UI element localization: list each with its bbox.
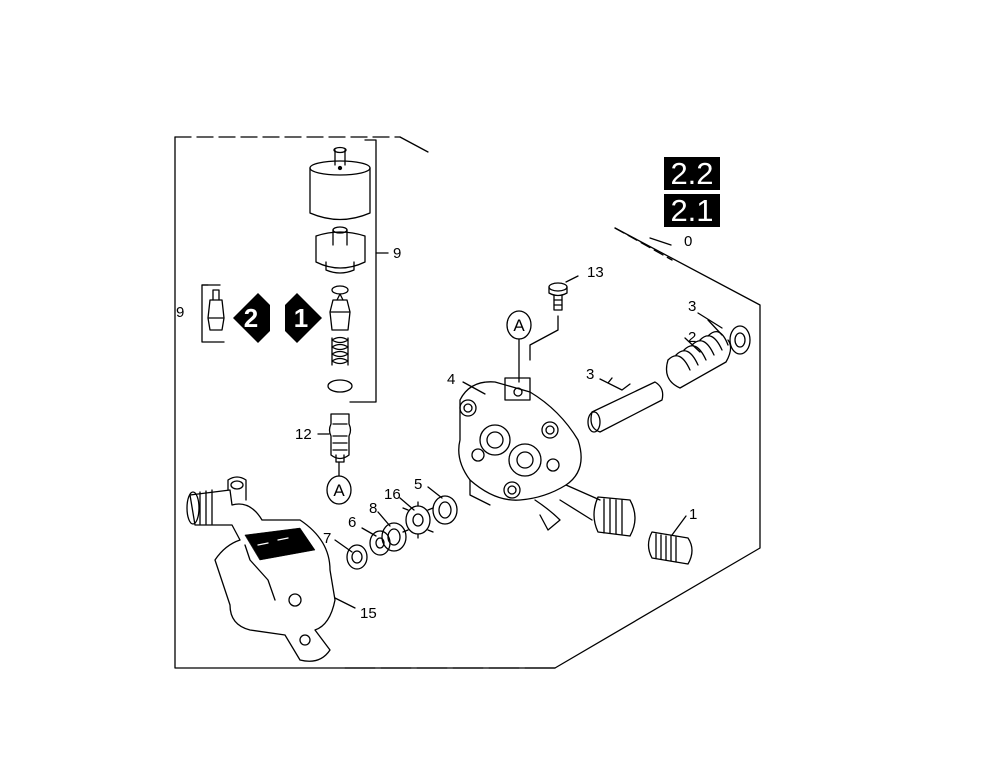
bracket-9-kit: [349, 139, 389, 403]
arrow-1-label: 1: [294, 303, 308, 333]
leader-lines: [317, 237, 723, 609]
ring-6: [369, 530, 391, 556]
callout-7: 7: [323, 530, 332, 547]
valve-cap-large: [309, 146, 371, 221]
connector-a-right-label: A: [513, 316, 525, 335]
o-ring-lower: [327, 379, 353, 393]
valve-insert: [329, 293, 351, 331]
arrow-marker-2: 2: [233, 293, 270, 343]
arrow-2-label: 2: [244, 303, 258, 333]
valve-body-12: [328, 413, 352, 463]
retainer-16: [402, 501, 434, 539]
connector-a-right: A: [506, 310, 532, 383]
screw-13: [529, 282, 568, 361]
frame-outline: [174, 136, 761, 669]
callout-16: 16: [384, 486, 401, 503]
version-badge-2-2: 2.2: [664, 157, 720, 190]
bracket-9-valve: [201, 284, 225, 343]
callout-3-seal: 3: [688, 298, 697, 315]
seal-3: [729, 325, 751, 355]
seal-5: [432, 495, 458, 525]
seal-7: [346, 544, 368, 570]
valve-cap-small: [315, 226, 366, 274]
callout-9-kit: 9: [393, 245, 402, 262]
connector-a-left: A: [326, 461, 352, 505]
pump-housing-4: [458, 377, 601, 531]
version-badge-2-1: 2.1: [664, 194, 720, 227]
callout-15: 15: [360, 605, 377, 622]
seal-8: [381, 522, 407, 552]
manifold-15: [186, 476, 336, 662]
callout-8: 8: [369, 500, 378, 517]
arrow-marker-1: 1: [285, 293, 322, 343]
callout-6: 6: [348, 514, 357, 531]
callout-5: 5: [414, 476, 423, 493]
cap-1: [647, 531, 693, 565]
callout-12: 12: [295, 426, 312, 443]
callout-3-piston: 3: [586, 366, 595, 383]
spring-2: [665, 330, 732, 389]
callout-0: 0: [684, 233, 693, 250]
callout-9-valve: 9: [176, 304, 185, 321]
piston-3: [587, 381, 664, 433]
outlet-fitting: [593, 496, 636, 537]
o-ring-top: [331, 285, 349, 295]
connector-a-left-label: A: [333, 481, 345, 500]
callout-4: 4: [447, 371, 456, 388]
callout-13: 13: [587, 264, 604, 281]
callout-2: 2: [688, 329, 697, 346]
valve-cartridge-9: [207, 289, 225, 331]
valve-spring: [331, 336, 349, 366]
callout-1: 1: [689, 506, 698, 523]
